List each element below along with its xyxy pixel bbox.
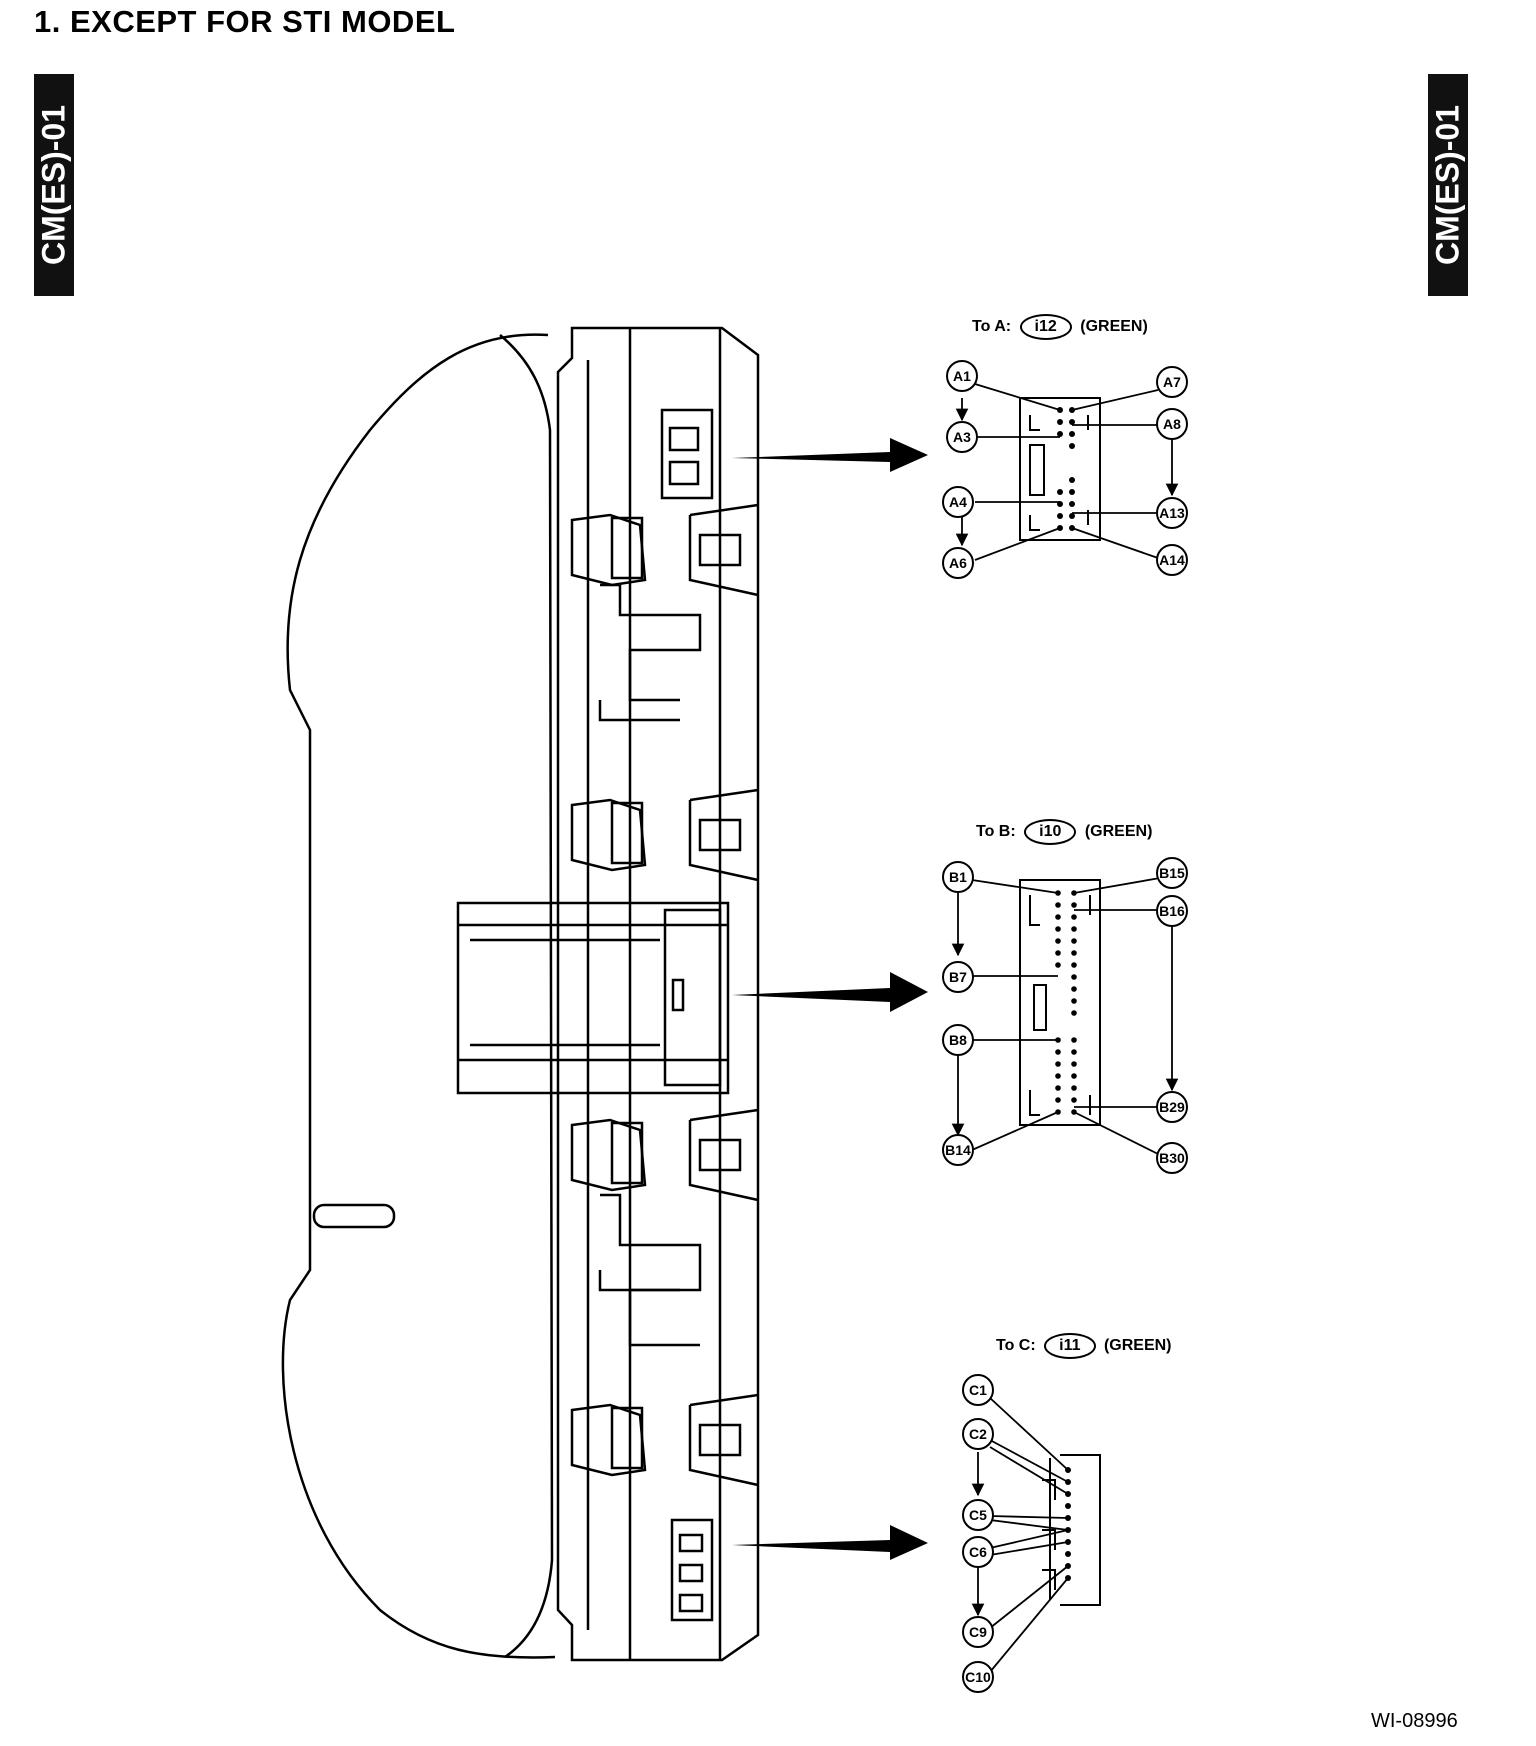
svg-text:B15: B15 bbox=[1159, 865, 1185, 881]
svg-text:B1: B1 bbox=[949, 869, 967, 885]
arrow-to-b bbox=[732, 972, 928, 1012]
connector-a-color: (GREEN) bbox=[1080, 318, 1148, 335]
svg-text:A14: A14 bbox=[1159, 552, 1185, 568]
svg-text:B16: B16 bbox=[1159, 903, 1185, 919]
connector-b-pin-labels: B1 B7 B8 B14 B15 B16 B29 B30 bbox=[942, 857, 1188, 1174]
pin-C6: C6 bbox=[962, 1536, 994, 1568]
svg-text:C10: C10 bbox=[965, 1669, 991, 1685]
meter-lens-inner-edge bbox=[499, 334, 554, 1659]
mounting-clip-3 bbox=[570, 1118, 647, 1192]
connector-a-face bbox=[1019, 397, 1101, 541]
arrow-to-a bbox=[732, 438, 928, 472]
svg-text:A7: A7 bbox=[1163, 374, 1181, 390]
section-tab-left: CM(ES)-01 bbox=[34, 74, 74, 296]
pin-C5: C5 bbox=[962, 1499, 994, 1531]
pin-B30: B30 bbox=[1156, 1142, 1188, 1174]
pointer-arrows bbox=[732, 438, 928, 1560]
connector-b-code: i10 bbox=[1024, 819, 1077, 845]
connector-c-leads bbox=[971, 1397, 1069, 1673]
connector-b-heading: To B: i10 (GREEN) bbox=[976, 819, 1152, 845]
svg-text:A4: A4 bbox=[949, 494, 967, 510]
pin-B8: B8 bbox=[942, 1024, 974, 1056]
connector-b-leads bbox=[951, 877, 1179, 1156]
svg-text:B29: B29 bbox=[1159, 1099, 1185, 1115]
connector-a-pin-labels: A1 A3 A4 A6 A7 A8 A13 A14 bbox=[942, 360, 1188, 579]
connector-c-face bbox=[1042, 1454, 1101, 1606]
pin-C2: C2 bbox=[962, 1418, 994, 1450]
connector-a-prefix: To A: bbox=[972, 318, 1012, 335]
pin-B29: B29 bbox=[1156, 1091, 1188, 1123]
mounting-clip-2 bbox=[570, 798, 647, 872]
svg-text:B30: B30 bbox=[1159, 1150, 1185, 1166]
pin-A4: A4 bbox=[942, 486, 974, 518]
connector-b-prefix: To B: bbox=[976, 823, 1016, 840]
arrow-to-c bbox=[732, 1525, 928, 1560]
pin-A13: A13 bbox=[1156, 497, 1188, 529]
pin-B14: B14 bbox=[942, 1134, 974, 1166]
svg-text:B7: B7 bbox=[949, 969, 967, 985]
socket-c bbox=[670, 1518, 714, 1622]
pin-A14: A14 bbox=[1156, 544, 1188, 576]
connector-c-pin-labels: C1 C2 C5 C6 C9 C10 bbox=[962, 1374, 994, 1693]
pin-A3: A3 bbox=[946, 421, 978, 453]
mounting-clip-1 bbox=[570, 513, 647, 587]
svg-text:C2: C2 bbox=[969, 1426, 987, 1442]
socket-a bbox=[660, 408, 714, 500]
mounting-clip-4 bbox=[570, 1403, 647, 1477]
connector-b-pins bbox=[1055, 890, 1077, 1115]
svg-text:A3: A3 bbox=[953, 429, 971, 445]
figure-code: WI-08996 bbox=[1371, 1710, 1458, 1732]
pin-A1: A1 bbox=[946, 360, 978, 392]
pin-B16: B16 bbox=[1156, 895, 1188, 927]
page-title: 1. EXCEPT FOR STI MODEL bbox=[34, 4, 456, 39]
connector-c-pins bbox=[1065, 1467, 1071, 1581]
svg-text:A8: A8 bbox=[1163, 416, 1181, 432]
connector-b-color: (GREEN) bbox=[1084, 823, 1153, 840]
connector-a-heading: To A: i12 (GREEN) bbox=[972, 314, 1148, 340]
svg-text:A6: A6 bbox=[949, 555, 967, 571]
svg-text:C9: C9 bbox=[969, 1624, 987, 1640]
pin-A6: A6 bbox=[942, 547, 974, 579]
section-tab-right: CM(ES)-01 bbox=[1428, 74, 1468, 296]
connector-c-color: (GREEN) bbox=[1103, 1337, 1172, 1354]
connector-c-code: i11 bbox=[1044, 1333, 1096, 1359]
meter-lens-outline bbox=[281, 333, 556, 1659]
pin-A7: A7 bbox=[1156, 366, 1188, 398]
connector-c-heading: To C: i11 (GREEN) bbox=[996, 1333, 1172, 1359]
pin-B1: B1 bbox=[942, 861, 974, 893]
svg-text:C6: C6 bbox=[969, 1544, 987, 1560]
svg-text:A1: A1 bbox=[953, 368, 971, 384]
socket-b bbox=[663, 908, 722, 1087]
meter-housing bbox=[281, 326, 760, 1662]
meter-back-cover bbox=[556, 326, 760, 1662]
connector-a-code: i12 bbox=[1019, 314, 1072, 340]
pin-B7: B7 bbox=[942, 961, 974, 993]
lens-slot bbox=[312, 1203, 396, 1229]
svg-text:B8: B8 bbox=[949, 1032, 967, 1048]
svg-text:C5: C5 bbox=[969, 1507, 987, 1523]
connector-a-leads bbox=[955, 383, 1179, 561]
svg-text:A13: A13 bbox=[1159, 505, 1185, 521]
socket-b-housing bbox=[456, 901, 730, 1095]
pin-A8: A8 bbox=[1156, 408, 1188, 440]
pin-C10: C10 bbox=[962, 1661, 994, 1693]
pin-B15: B15 bbox=[1156, 857, 1188, 889]
pin-C9: C9 bbox=[962, 1616, 994, 1648]
connector-c-prefix: To C: bbox=[996, 1337, 1036, 1354]
svg-text:B14: B14 bbox=[945, 1142, 971, 1158]
pin-C1: C1 bbox=[962, 1374, 994, 1406]
svg-text:C1: C1 bbox=[969, 1382, 987, 1398]
